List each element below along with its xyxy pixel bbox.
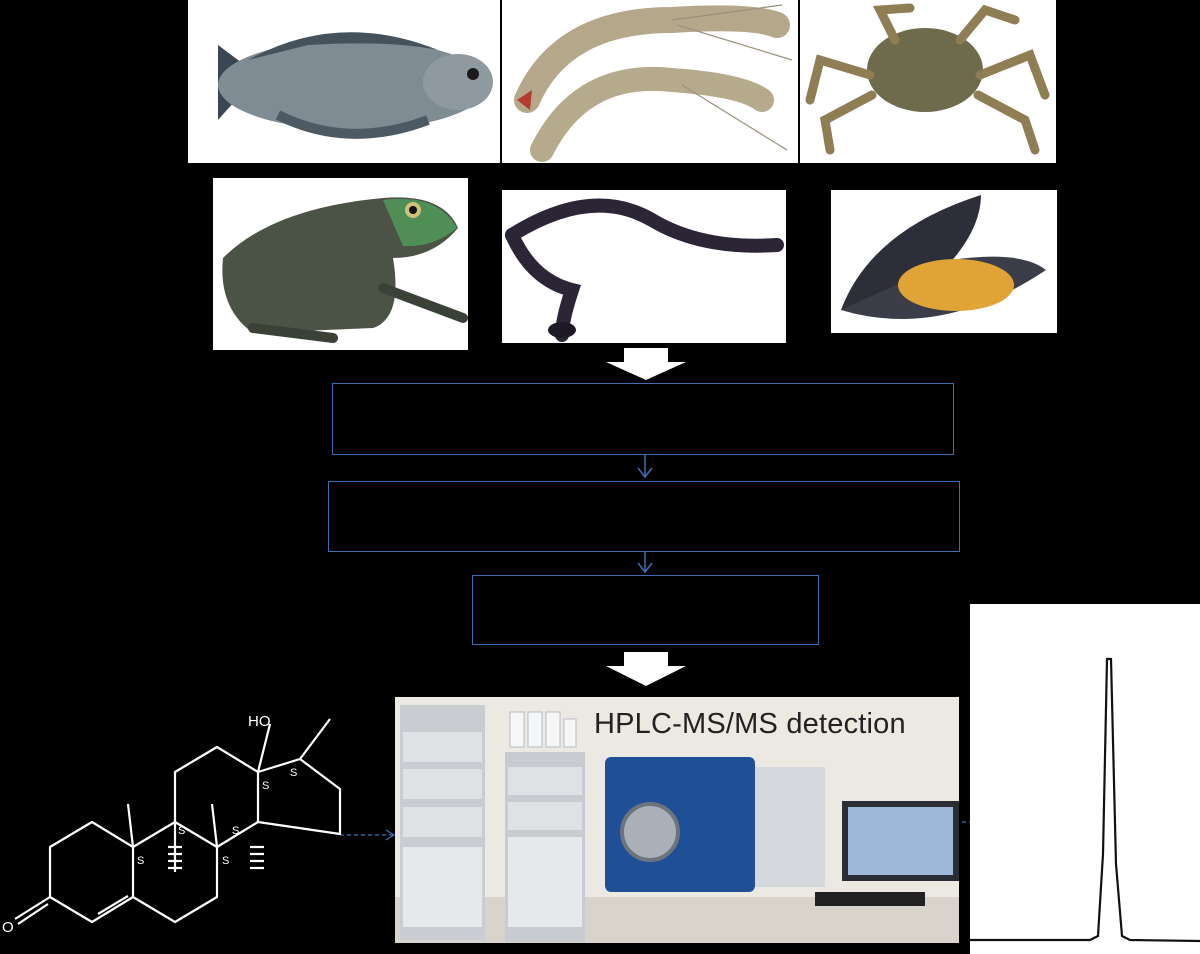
shrimp-photo — [502, 0, 798, 163]
crab-photo — [800, 0, 1056, 163]
stereo-label: S — [290, 767, 297, 779]
crab-icon — [805, 3, 1050, 155]
eel-icon — [505, 198, 784, 342]
workflow-step-purification — [328, 481, 960, 552]
hplc-ms-instrument-icon — [395, 697, 959, 943]
stereo-label: S — [262, 780, 269, 792]
shrimp-icon — [514, 4, 793, 162]
frog-photo — [213, 178, 468, 350]
stereo-label: S — [137, 855, 144, 867]
bullfrog-icon — [222, 197, 468, 343]
workflow-step-concentration — [472, 575, 819, 645]
mussel-photo — [831, 190, 1057, 333]
stereo-label: S — [222, 855, 229, 867]
mussel-icon — [841, 195, 1046, 319]
hydroxyl-label: HO — [248, 713, 271, 730]
eel-photo — [502, 190, 786, 343]
ketone-label: O — [2, 919, 14, 936]
chromatogram-peak — [970, 657, 1200, 943]
stereo-label: S — [232, 825, 239, 837]
down-arrow-icon — [606, 348, 686, 380]
steroid-structure: HO O S S S S S S — [2, 713, 342, 936]
fish-photo — [188, 0, 500, 163]
instrument-photo: HPLC-MS/MS detection — [395, 697, 959, 943]
stereo-label: S — [178, 825, 185, 837]
down-arrow-icon — [606, 652, 686, 686]
tilapia-fish-icon — [218, 32, 493, 139]
chromatogram-panel — [970, 604, 1200, 954]
instrument-label: HPLC-MS/MS detection — [594, 708, 906, 740]
workflow-step-extraction — [332, 383, 954, 455]
